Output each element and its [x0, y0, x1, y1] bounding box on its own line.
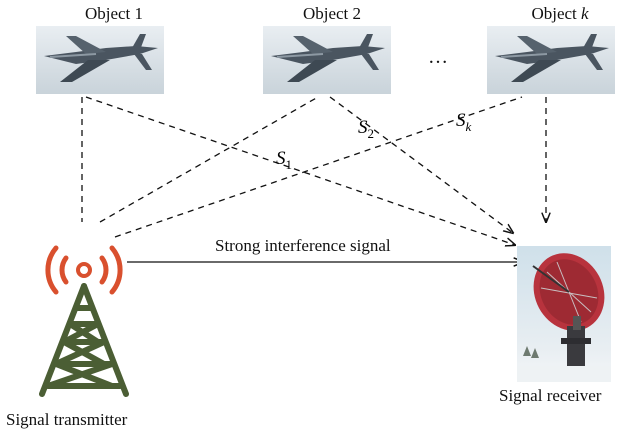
sk-label: Sk	[456, 110, 472, 134]
s2-label: S2	[358, 117, 374, 141]
transmitter-to-object-k-line	[114, 96, 523, 238]
interference-label: Strong interference signal	[215, 236, 391, 255]
object-k-label: Object k	[531, 4, 589, 23]
object-1-label: Object 1	[84, 4, 144, 23]
object-2-to-receiver-arrow	[329, 96, 513, 233]
object-2-label: Object 2	[302, 4, 362, 23]
s1-label: S1	[276, 148, 292, 172]
receiver-dish-image	[517, 246, 611, 382]
transmitter-label: Signal transmitter	[6, 410, 128, 429]
object-1-to-receiver-arrow	[85, 96, 515, 245]
object-k-jet-image	[487, 26, 615, 94]
transmitter-to-object-2-line	[99, 96, 319, 223]
receiver-label: Signal receiver	[499, 386, 602, 405]
object-2-jet-image	[263, 26, 391, 94]
object-1-jet-image	[36, 26, 164, 94]
transmitter-tower-icon	[39, 245, 129, 397]
ellipsis: …	[428, 46, 448, 68]
